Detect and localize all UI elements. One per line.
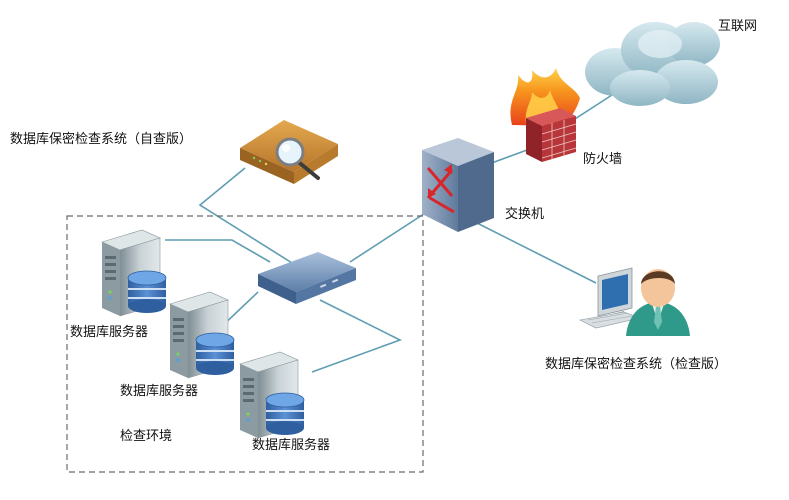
- link-switch-pc: [474, 221, 597, 284]
- db-server-3-icon: [239, 351, 305, 439]
- db-server-3-label: 数据库服务器: [252, 438, 331, 453]
- firewall-icon: [510, 68, 580, 162]
- link-server1-small-switch: [165, 239, 271, 263]
- internet-label: 互联网: [718, 19, 758, 34]
- self-check-system-label: 数据库保密检查系统（自查版）: [10, 132, 193, 147]
- firewall-label: 防火墙: [583, 152, 623, 167]
- inspection-environment-label: 检查环境: [120, 429, 173, 444]
- person-icon: [626, 269, 690, 336]
- db-server-2-label: 数据库服务器: [120, 384, 199, 399]
- inspection-pc-icon: [579, 267, 642, 329]
- db-server-1-label: 数据库服务器: [70, 325, 149, 340]
- db-server-1-icon: [101, 229, 167, 317]
- inspection-environment-region: [66, 215, 424, 473]
- db-server-2-icon: [169, 291, 235, 379]
- link-selfcheck-small-switch: [198, 167, 301, 269]
- self-check-device-icon: [240, 120, 338, 184]
- inspection-system-label: 数据库保密检查系统（检查版）: [545, 357, 728, 372]
- link-server3-small-switch: [311, 299, 403, 373]
- core-switch-icon: [422, 138, 494, 232]
- access-switch-icon: [258, 252, 356, 304]
- internet-cloud-icon: [585, 22, 720, 106]
- switch-label: 交换机: [505, 207, 545, 222]
